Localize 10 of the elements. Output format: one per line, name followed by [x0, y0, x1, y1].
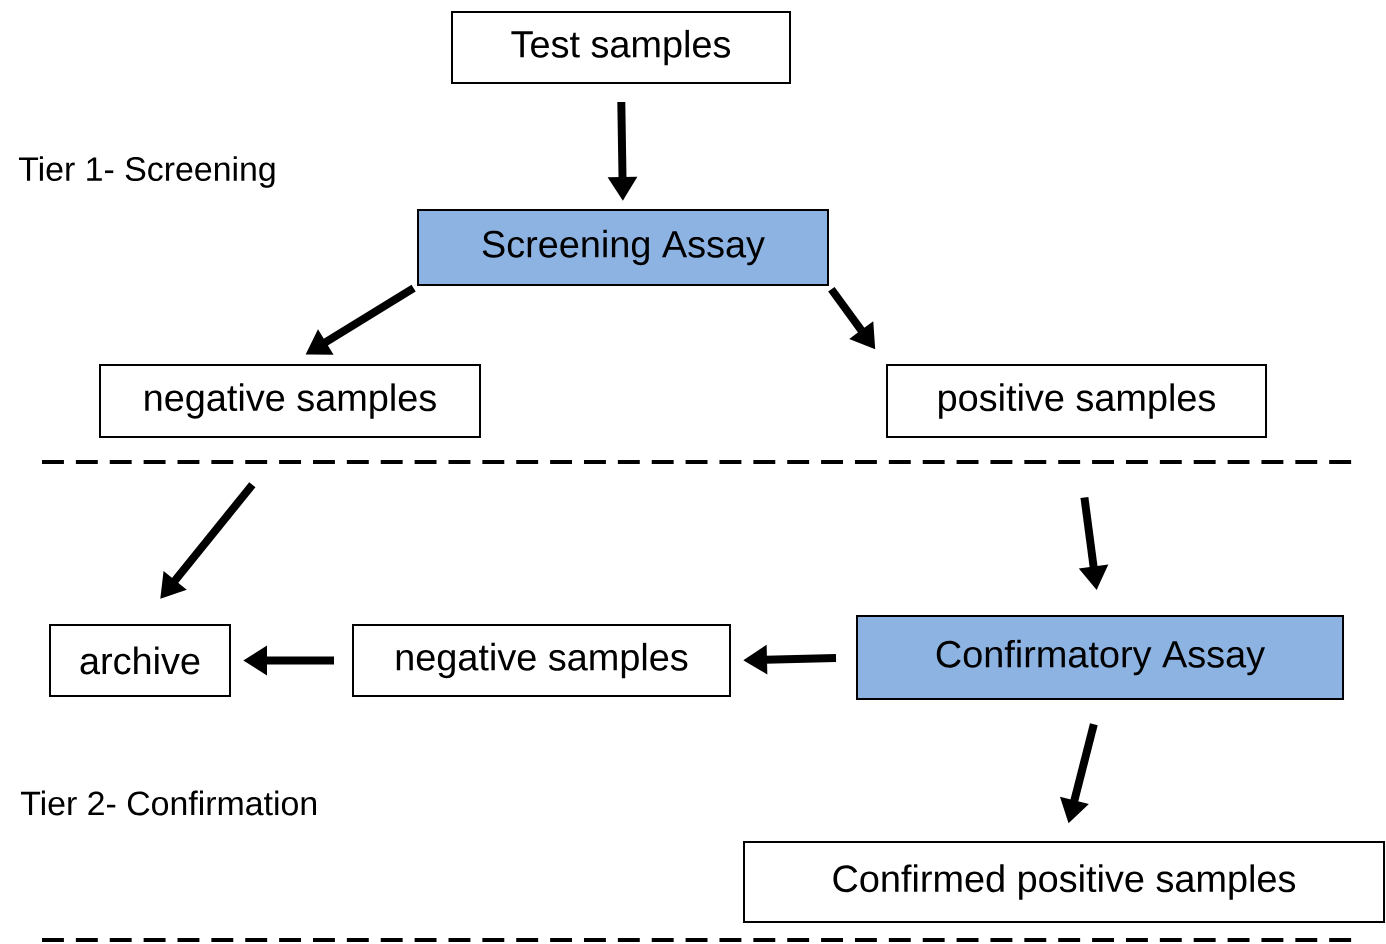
tier-label: Tier 1- Screening: [18, 156, 275, 188]
process-box: negative samples: [352, 624, 731, 697]
process-box: archive: [49, 624, 231, 697]
assay-box: Confirmatory Assay: [856, 615, 1344, 700]
process-box: Confirmed positive samples: [743, 841, 1385, 923]
process-box: negative samples: [99, 364, 481, 438]
tier-label: Tier 2- Confirmation: [20, 790, 316, 816]
process-box: Test samples: [451, 11, 791, 84]
assay-box: Screening Assay: [417, 209, 829, 286]
process-box: positive samples: [886, 364, 1267, 438]
